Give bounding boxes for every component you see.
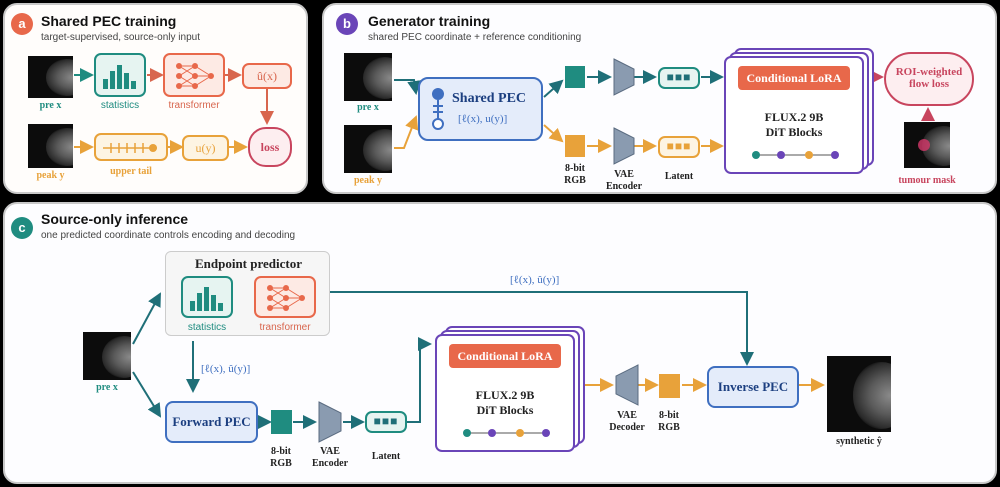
b-flux-1: FLUX.2 9B bbox=[764, 110, 824, 124]
coord-side: [ℓ(x), û(y)] bbox=[201, 363, 251, 375]
c-flux-2: DiT Blocks bbox=[476, 403, 534, 417]
c-statistics-label: statistics bbox=[187, 322, 227, 333]
shared-pec-sub: [ℓ(x), u(y)] bbox=[458, 113, 508, 125]
c-vae-enc-label-1: VAE bbox=[320, 446, 340, 457]
c-latent-label: Latent bbox=[371, 451, 401, 462]
synthetic-scan bbox=[827, 356, 891, 432]
c-token-chain bbox=[463, 429, 550, 437]
c-latent-box: ■■■ bbox=[365, 411, 407, 433]
c-rgb-label-1: 8-bit bbox=[271, 446, 291, 457]
shared-pec-box: Shared PEC [ℓ(x), u(y)] bbox=[418, 77, 543, 141]
tail-icon bbox=[103, 143, 157, 153]
peak-y-scan bbox=[28, 124, 73, 168]
c-histogram-icon bbox=[190, 287, 223, 311]
panel-a-title: Shared PEC training bbox=[41, 13, 177, 29]
shared-pec-title: Shared PEC bbox=[452, 91, 527, 106]
endpoint-predictor-box: Endpoint predictor statistics transforme… bbox=[165, 251, 330, 336]
panel-b: b Generator training shared PEC coordina… bbox=[322, 3, 997, 194]
transformer-label: transformer bbox=[168, 100, 220, 111]
b-latent-label: Latent bbox=[664, 171, 694, 182]
transformer-box bbox=[163, 53, 225, 97]
c-transformer-label: transformer bbox=[259, 322, 311, 333]
b-peak-y-label: peak y bbox=[353, 175, 383, 186]
c-conditional-lora: Conditional LoRA bbox=[449, 344, 561, 368]
b-rgb-label-1: 8-bit bbox=[565, 163, 585, 174]
b-dit-block: Conditional LoRA FLUX.2 9B DiT Blocks bbox=[724, 56, 864, 174]
panel-a-arrows bbox=[74, 68, 274, 154]
c-rgb2-label-2: RGB bbox=[658, 422, 680, 433]
panel-a-badge: a bbox=[11, 13, 33, 35]
roi-line-1: ROI-weighted bbox=[895, 66, 963, 78]
b-latent-orange: ■■■ bbox=[658, 136, 700, 158]
pre-x-label: pre x bbox=[39, 100, 62, 111]
upper-tail-box bbox=[94, 133, 168, 161]
b-rgb-teal bbox=[565, 66, 585, 88]
c-rgb-orange bbox=[659, 374, 680, 398]
inverse-pec-box: Inverse PEC bbox=[707, 366, 799, 408]
b-vae-label-2: Encoder bbox=[605, 181, 643, 192]
panel-c-arrows bbox=[132, 291, 825, 429]
b-token-chain bbox=[752, 151, 839, 159]
c-rgb-teal bbox=[271, 410, 292, 434]
c-flux-1: FLUX.2 9B bbox=[475, 388, 535, 402]
b-conditional-lora: Conditional LoRA bbox=[738, 66, 850, 90]
c-vae-enc-label-2: Encoder bbox=[311, 458, 349, 469]
statistics-label: statistics bbox=[100, 100, 140, 111]
statistics-box bbox=[94, 53, 146, 97]
c-statistics-box bbox=[181, 276, 233, 318]
tumour-mask-label: tumour mask bbox=[898, 175, 956, 186]
c-vae-decoder bbox=[615, 364, 639, 406]
b-vae-encoder-orange bbox=[613, 127, 635, 165]
panel-c-title: Source-only inference bbox=[41, 211, 189, 227]
b-rgb-label-2: RGB bbox=[564, 175, 586, 186]
panel-b-arrows bbox=[394, 70, 935, 153]
b-flux-2: DiT Blocks bbox=[765, 125, 823, 139]
panel-b-subtitle: shared PEC coordinate + reference condit… bbox=[368, 32, 582, 43]
b-peak-y-scan bbox=[344, 125, 392, 173]
synthetic-label: synthetic ŷ bbox=[836, 436, 882, 447]
panel-c-subtitle: one predicted coordinate controls encodi… bbox=[41, 230, 296, 241]
panel-b-badge: b bbox=[336, 13, 358, 35]
c-pre-x-scan bbox=[83, 332, 131, 380]
tumour-mask-scan bbox=[904, 122, 950, 168]
b-vae-label-1: VAE bbox=[614, 169, 634, 180]
network-icon bbox=[176, 63, 214, 89]
c-dit-block: Conditional LoRA FLUX.2 9B DiT Blocks bbox=[435, 334, 575, 452]
c-network-icon bbox=[267, 285, 305, 311]
histogram-icon bbox=[103, 65, 136, 89]
panel-a: a Shared PEC training target-supervised,… bbox=[3, 3, 308, 194]
c-rgb-label-2: RGB bbox=[270, 458, 292, 469]
pec-icon bbox=[432, 88, 444, 130]
panel-c-badge: c bbox=[11, 217, 33, 239]
b-rgb-orange bbox=[565, 135, 585, 157]
panel-c: c Source-only inference one predicted co… bbox=[3, 202, 997, 484]
peak-y-label: peak y bbox=[36, 170, 65, 181]
forward-pec-box: Forward PEC bbox=[165, 401, 258, 443]
coord-top: [ℓ(x), û(y)] bbox=[510, 274, 560, 286]
upper-tail-label: upper tail bbox=[110, 166, 152, 177]
b-latent-teal: ■■■ bbox=[658, 67, 700, 89]
b-pre-x-scan bbox=[344, 53, 392, 101]
pre-x-scan bbox=[28, 56, 73, 98]
b-vae-encoder-teal bbox=[613, 58, 635, 96]
c-vae-dec-label-2: Decoder bbox=[609, 422, 645, 433]
c-vae-encoder bbox=[318, 401, 342, 443]
c-vae-dec-label-1: VAE bbox=[617, 410, 637, 421]
c-pre-x-label: pre x bbox=[96, 382, 118, 393]
loss-box: loss bbox=[248, 127, 292, 167]
endpoint-title: Endpoint predictor bbox=[194, 256, 303, 271]
u-y-box: u(y) bbox=[182, 135, 229, 161]
c-transformer-box bbox=[254, 276, 316, 318]
panel-a-subtitle: target-supervised, source-only input bbox=[41, 32, 200, 43]
roi-loss-box: ROI-weighted flow loss bbox=[884, 52, 974, 106]
u-hat-box: û(x) bbox=[242, 63, 292, 89]
panel-b-title: Generator training bbox=[368, 13, 491, 29]
c-rgb2-label-1: 8-bit bbox=[659, 410, 679, 421]
b-pre-x-label: pre x bbox=[357, 102, 379, 113]
roi-line-2: flow loss bbox=[908, 78, 950, 90]
